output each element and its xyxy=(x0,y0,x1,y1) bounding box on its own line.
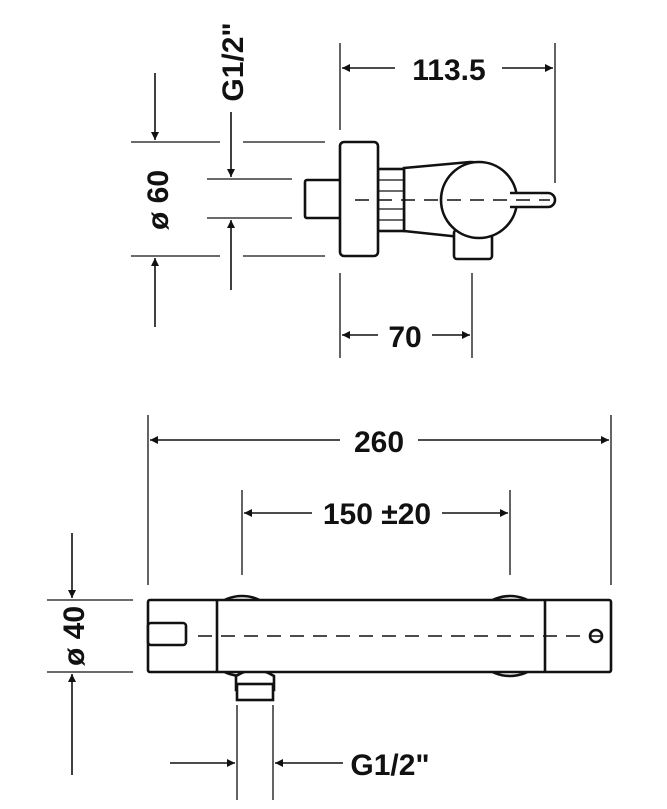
dim-label-diameter-40: ø 40 xyxy=(58,606,91,666)
dim-label-260: 260 xyxy=(354,426,404,459)
dimension-width-113-5: 113.5 xyxy=(339,43,556,183)
dim-label-150: 150 ±20 xyxy=(323,498,431,531)
dim-label-diameter-60: ø 60 xyxy=(142,170,175,230)
side-view: 113.5 ø 60 G1/2" xyxy=(131,22,557,358)
dimension-spacing-150: 150 ±20 xyxy=(241,490,511,575)
mixer-side-outline xyxy=(303,140,557,261)
mixer-front-outline xyxy=(146,594,613,702)
temperature-handle-slot xyxy=(146,621,188,647)
dimension-thread-outlet: G1/2" xyxy=(170,705,430,800)
dimension-diameter-40: ø 40 xyxy=(47,533,133,775)
dimension-diameter-60: ø 60 xyxy=(131,73,325,327)
dimension-depth-70: 70 xyxy=(339,273,473,358)
front-view: 260 150 ±20 ø 40 xyxy=(47,415,613,800)
dimension-length-260: 260 xyxy=(147,415,612,585)
dim-label-thread-inlet: G1/2" xyxy=(217,22,250,101)
dim-label-113-5: 113.5 xyxy=(412,54,485,87)
outlet-spout xyxy=(235,682,275,702)
dim-label-70: 70 xyxy=(388,321,421,354)
dim-label-thread-outlet: G1/2" xyxy=(350,749,429,782)
dimension-thread-inlet: G1/2" xyxy=(207,22,292,290)
nut-ridges xyxy=(378,179,404,221)
